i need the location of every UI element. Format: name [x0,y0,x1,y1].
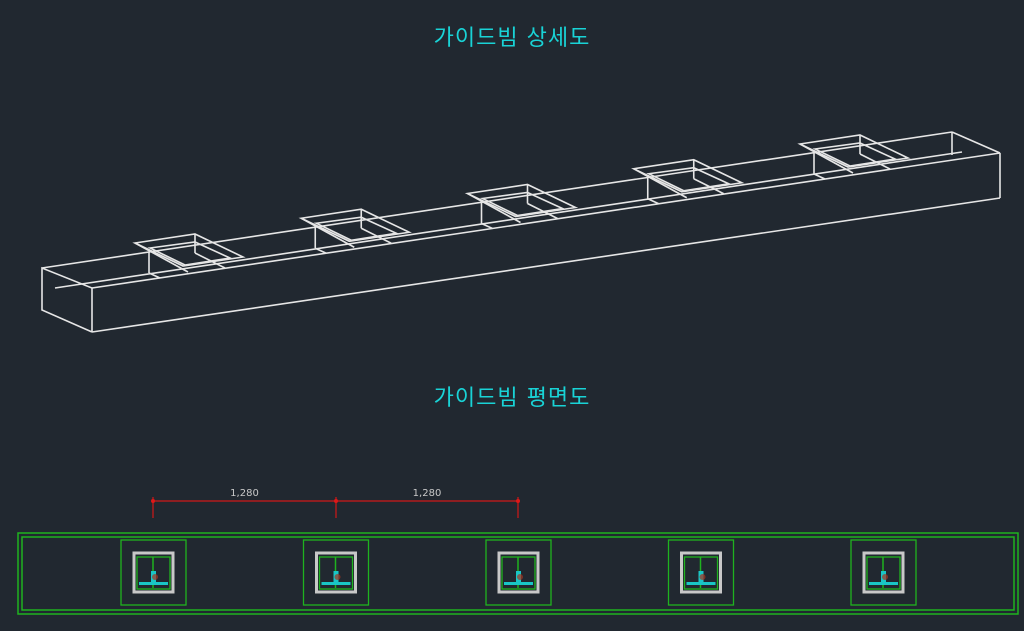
beam-front-top-edge [91,152,1001,289]
plan-view: 1,280 1,280 [17,488,1019,615]
tray [132,233,246,279]
beam-inner-ledge [54,151,963,289]
plan-unit [120,539,187,606]
tray [464,183,579,230]
tray [631,158,745,205]
dimension-tick [516,499,520,503]
dimension-tick [334,499,338,503]
dimension-label: 1,280 [413,488,442,499]
dimension-label: 1,280 [230,488,259,499]
tray [298,208,412,254]
detail-view-title: 가이드빔 상세도 [433,26,591,51]
beam-left-end [41,266,93,333]
tray [797,134,911,180]
plan-unit [850,539,917,606]
beam-front-bottom-edge [91,197,1001,333]
beam-outline-outer [17,532,1019,615]
dimension-tick [151,499,155,503]
plan-unit [302,539,370,606]
plan-unit [485,539,552,606]
plan-unit [667,539,735,606]
beam-right-top [951,131,1001,154]
beam-outline-inner [21,536,1015,611]
beam-back-top-edge [41,131,953,269]
plan-view-title: 가이드빔 평면도 [433,386,591,411]
isometric-beam [41,131,1001,333]
